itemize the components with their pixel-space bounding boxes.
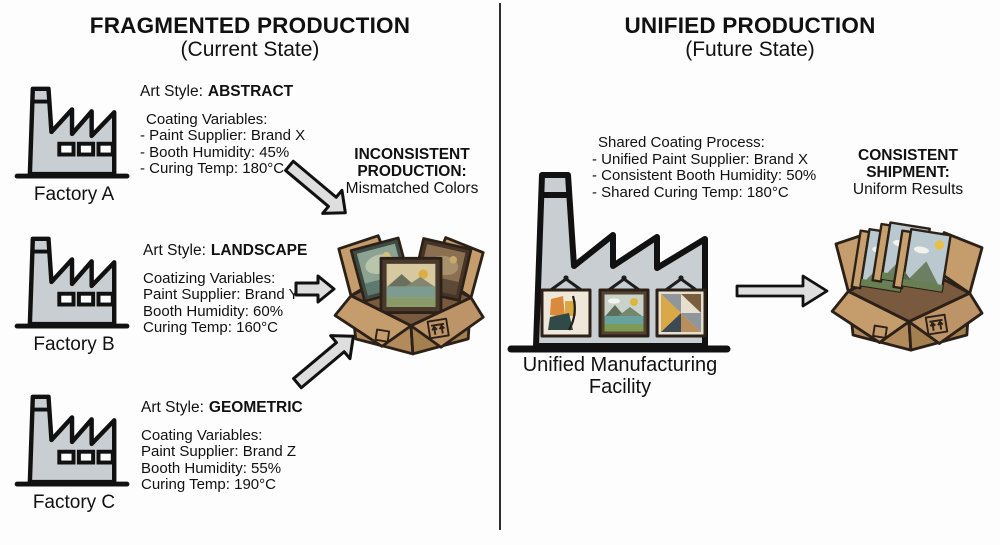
- art-style-value: ABSTRACT: [207, 83, 294, 100]
- left-panel-title: FRAGMENTED PRODUCTION (Current State): [0, 13, 500, 62]
- vars-line: - Curing Temp: 180°C: [140, 160, 285, 177]
- open-box-mismatched-icon: [333, 211, 486, 357]
- vars-title: Coating Variables:: [141, 426, 263, 444]
- left-subtitle: (Current State): [180, 38, 320, 62]
- art-style-line: Art Style:LANDSCAPE: [143, 242, 308, 260]
- factory-a-label: Factory A: [33, 184, 115, 205]
- outcome-subheading: Uniform Results: [852, 181, 964, 198]
- right-panel-title: UNIFIED PRODUCTION (Future State): [500, 13, 1000, 62]
- vars-line: Booth Humidity: 55%: [141, 459, 282, 477]
- art-style-line: Art Style:GEOMETRIC: [141, 399, 303, 417]
- arrow-unified-icon: [733, 270, 831, 312]
- vars-title: Coating Variables:: [146, 110, 268, 128]
- outcome-heading: SHIPMENT:: [866, 164, 950, 181]
- vars-line: Curing Temp: 190°C: [141, 476, 276, 493]
- vars-line: Paint Supplier: Brand Y: [143, 286, 299, 303]
- right-subtitle: (Future State): [685, 38, 815, 62]
- factory-b-label: Factory B: [33, 334, 115, 355]
- vars-line: Paint Supplier: Brand Z: [141, 443, 297, 460]
- art-style-value: LANDSCAPE: [210, 242, 308, 259]
- vars-line: - Paint Supplier: Brand X: [140, 127, 306, 144]
- panel-divider: [499, 3, 501, 530]
- factory-a-specs: Art Style:ABSTRACT Coating Variables: - …: [140, 83, 306, 178]
- this-way-up-mark: [426, 317, 450, 340]
- art-style-line: Art Style:ABSTRACT: [140, 83, 305, 101]
- art-style-label: Art Style:: [143, 242, 206, 259]
- factory-a-icon: [14, 79, 133, 181]
- process-line: - Consistent Booth Humidity: 50%: [592, 167, 817, 184]
- vars-line: Booth Humidity: 60%: [143, 302, 284, 320]
- shared-process-specs: Shared Coating Process: - Unified Paint …: [592, 134, 817, 201]
- facility-label-line2: Facility: [588, 376, 652, 398]
- factory-c-label: Factory C: [32, 492, 116, 513]
- art-style-value: GEOMETRIC: [208, 399, 303, 416]
- vars-line: Curing Temp: 160°C: [143, 319, 278, 336]
- painting-warm-landscape: [379, 256, 443, 314]
- art-style-label: Art Style:: [141, 399, 204, 416]
- process-line: - Unified Paint Supplier: Brand X: [592, 150, 808, 168]
- factory-b-icon: [14, 229, 133, 331]
- inconsistent-production-callout: INCONSISTENT PRODUCTION: Mismatched Colo…: [337, 146, 487, 197]
- arrow-factory-b-icon: [294, 273, 336, 305]
- process-line: - Shared Curing Temp: 180°C: [592, 183, 789, 201]
- left-title: FRAGMENTED PRODUCTION: [89, 13, 411, 38]
- abstract-art-icon: [540, 288, 592, 338]
- arrow-factory-c-icon: [288, 324, 362, 396]
- outcome-heading: CONSISTENT: [858, 147, 958, 164]
- factory-c-icon: [14, 387, 133, 489]
- outcome-subheading: Mismatched Colors: [345, 180, 479, 197]
- unified-factory-icon: [507, 168, 731, 356]
- geometric-art-icon: [655, 288, 707, 338]
- art-style-label: Art Style:: [140, 83, 203, 100]
- this-way-up-mark: [924, 313, 949, 336]
- facility-label: Unified Manufacturing Facility: [495, 354, 745, 398]
- outcome-heading: PRODUCTION:: [357, 163, 467, 180]
- consistent-shipment-callout: CONSISTENT SHIPMENT: Uniform Results: [832, 147, 984, 198]
- vars-line: - Booth Humidity: 45%: [140, 143, 290, 161]
- arrow-factory-a-icon: [280, 153, 354, 225]
- open-box-uniform-icon: [830, 206, 985, 353]
- factory-b-specs: Art Style:LANDSCAPE Coatizing Variables:…: [143, 242, 308, 337]
- uniform-canvas-stack: [850, 221, 952, 293]
- facility-label-line1: Unified Manufacturing: [522, 354, 718, 376]
- right-title: UNIFIED PRODUCTION: [624, 13, 876, 38]
- factory-c-specs: Art Style:GEOMETRIC Coating Variables: P…: [141, 399, 303, 494]
- landscape-art-icon: [598, 288, 650, 338]
- outcome-heading: INCONSISTENT: [354, 146, 470, 163]
- vars-title: Coatizing Variables:: [143, 269, 276, 287]
- process-title: Shared Coating Process:: [598, 134, 765, 151]
